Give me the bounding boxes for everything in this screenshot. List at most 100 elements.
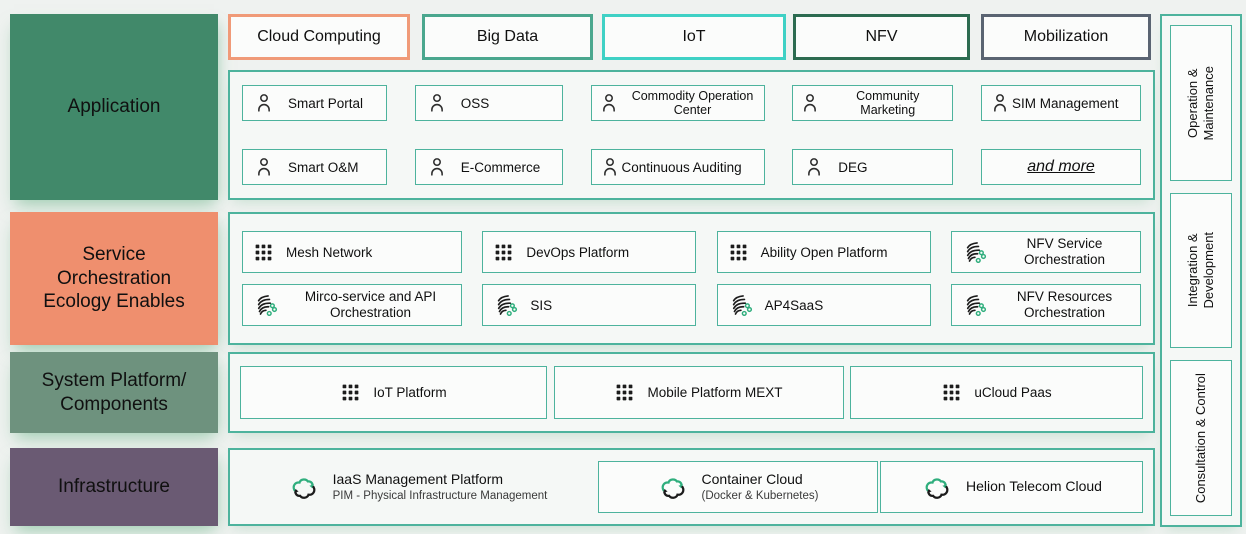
inf-item-container-cloud: Container Cloud (Docker & Kubernetes) <box>597 461 878 513</box>
left-block-label: Application <box>67 96 161 118</box>
inf-item-iaas-management-platform: IaaS Management Platform PIM - Physical … <box>240 461 595 513</box>
category-nfv: NFV <box>793 14 970 60</box>
sys-item-label: uCloud Paas <box>974 385 1052 400</box>
left-block-system-platform: System Platform/ Components <box>10 352 218 433</box>
application-row-2: Smart O&M E-Commerce Continuous Auditing… <box>242 149 1141 185</box>
system-platform-container: IoT Platform Mobile Platform MEXT uCloud… <box>228 352 1155 433</box>
sys-item-label: Mobile Platform MEXT <box>647 385 783 400</box>
sidebar-item-integration-development: Integration & Development <box>1170 192 1232 349</box>
app-item-label: Smart O&M <box>288 159 359 175</box>
sidebar-item-label: Operation & Maintenance <box>1184 65 1216 141</box>
infrastructure-container: IaaS Management Platform PIM - Physical … <box>228 448 1155 526</box>
application-container: Smart Portal OSS Commodity Operation Cen… <box>228 70 1155 200</box>
orchestration-icon <box>962 293 987 318</box>
app-item-e-commerce: E-Commerce <box>414 149 563 185</box>
category-iot: IoT <box>602 14 786 60</box>
user-icon <box>989 92 1011 114</box>
category-cloud-computing: Cloud Computing <box>228 14 410 60</box>
user-icon <box>253 156 275 178</box>
left-block-service-orchestration: Service Orchestration Ecology Enables <box>10 212 218 345</box>
inf-item-label: Container Cloud <box>701 471 803 488</box>
cloud-sync-icon <box>657 474 689 501</box>
sidebar-item-label: Integration & Development <box>1184 232 1217 309</box>
app-item-continuous-auditing: Continuous Auditing <box>590 149 765 185</box>
inf-item-sublabel: (Docker & Kubernetes) <box>701 489 819 502</box>
service-orchestration-row-1: Mesh Network DevOps Platform Ability Ope… <box>242 231 1141 273</box>
category-label: Mobilization <box>1023 28 1109 45</box>
svc-item-nfv-service-orchestration: NFV Service Orchestration <box>950 231 1141 273</box>
app-item-smart-oam: Smart O&M <box>242 149 387 185</box>
inf-item-helion-telecom-cloud: Helion Telecom Cloud <box>880 461 1143 513</box>
svc-item-mesh-network: Mesh Network <box>242 231 462 273</box>
sys-item-label: IoT Platform <box>373 385 447 400</box>
orchestration-icon <box>493 293 518 318</box>
orchestration-icon <box>253 293 278 318</box>
user-icon <box>799 92 821 114</box>
app-item-and-more: and more <box>981 149 1141 185</box>
cloud-sync-icon <box>921 474 953 501</box>
inf-item-sublabel: PIM - Physical Infrastructure Management <box>332 489 548 502</box>
app-item-label: Continuous Auditing <box>621 159 742 175</box>
right-sidebar: Operation & Maintenance Integration & De… <box>1160 14 1242 527</box>
app-item-commodity-operation-center: Commodity Operation Center <box>590 85 765 121</box>
service-orchestration-container: Mesh Network DevOps Platform Ability Ope… <box>228 212 1155 345</box>
svc-item-label: Mirco-service and API Orchestration <box>304 288 437 320</box>
grid-icon <box>728 242 749 263</box>
inf-item-label: IaaS Management Platform <box>332 471 504 488</box>
category-label: IoT <box>682 28 706 45</box>
orchestration-icon <box>728 293 753 318</box>
left-block-label: Infrastructure <box>58 476 170 498</box>
svc-item-label: DevOps Platform <box>526 244 630 260</box>
app-item-label: Commodity Operation Center <box>631 88 754 117</box>
inf-item-label: Helion Telecom Cloud <box>966 478 1102 495</box>
grid-icon <box>614 382 635 403</box>
left-block-infrastructure: Infrastructure <box>10 448 218 526</box>
svc-item-ap4saas: AP4SaaS <box>716 284 931 326</box>
app-item-label: Smart Portal <box>288 95 364 111</box>
category-label: NFV <box>865 28 898 45</box>
app-item-label: DEG <box>838 159 868 175</box>
svc-item-devops-platform: DevOps Platform <box>482 231 697 273</box>
app-item-sim-management: SIM Management <box>981 85 1141 121</box>
app-item-smart-portal: Smart Portal <box>242 85 387 121</box>
user-icon <box>253 92 275 114</box>
left-block-label: System Platform/ Components <box>41 369 187 415</box>
svc-item-label: NFV Service Orchestration <box>1023 235 1105 267</box>
grid-icon <box>340 382 361 403</box>
service-orchestration-row-2: Mirco-service and API Orchestration SIS … <box>242 284 1141 326</box>
svc-item-ability-open-platform: Ability Open Platform <box>716 231 931 273</box>
user-icon <box>803 156 825 178</box>
sys-item-ucloud-paas: uCloud Paas <box>850 366 1143 419</box>
user-icon <box>426 92 448 114</box>
user-icon <box>426 156 448 178</box>
category-label: Cloud Computing <box>257 28 381 45</box>
svc-item-label: NFV Resources Orchestration <box>1016 288 1113 320</box>
grid-icon <box>493 242 514 263</box>
app-item-oss: OSS <box>414 85 563 121</box>
category-label: Big Data <box>476 28 539 45</box>
category-big-data: Big Data <box>422 14 593 60</box>
category-mobilization: Mobilization <box>981 14 1151 60</box>
svc-item-label: Ability Open Platform <box>760 244 888 260</box>
svc-item-label: SIS <box>530 297 553 313</box>
app-item-community-marketing: Community Marketing <box>792 85 954 121</box>
left-block-application: Application <box>10 14 218 200</box>
svc-item-microservice-api-orchestration: Mirco-service and API Orchestration <box>242 284 462 326</box>
app-item-label: E-Commerce <box>460 159 541 175</box>
app-item-label: OSS <box>460 95 490 111</box>
sys-item-mobile-platform-mext: Mobile Platform MEXT <box>553 366 844 419</box>
app-item-deg: DEG <box>792 149 954 185</box>
left-block-label: Service Orchestration Ecology Enables <box>43 243 185 313</box>
sidebar-item-consultation-control: Consultation & Control <box>1170 360 1232 517</box>
application-row-1: Smart Portal OSS Commodity Operation Cen… <box>242 85 1141 121</box>
grid-icon <box>941 382 962 403</box>
app-item-label: SIM Management <box>1012 95 1119 111</box>
orchestration-icon <box>962 240 987 265</box>
svc-item-nfv-resources-orchestration: NFV Resources Orchestration <box>950 284 1141 326</box>
sidebar-item-operation-maintenance: Operation & Maintenance <box>1170 25 1232 181</box>
app-item-label: and more <box>1027 158 1095 175</box>
svc-item-sis: SIS <box>482 284 697 326</box>
sidebar-item-label: Consultation & Control <box>1192 373 1208 504</box>
user-icon <box>598 92 620 114</box>
